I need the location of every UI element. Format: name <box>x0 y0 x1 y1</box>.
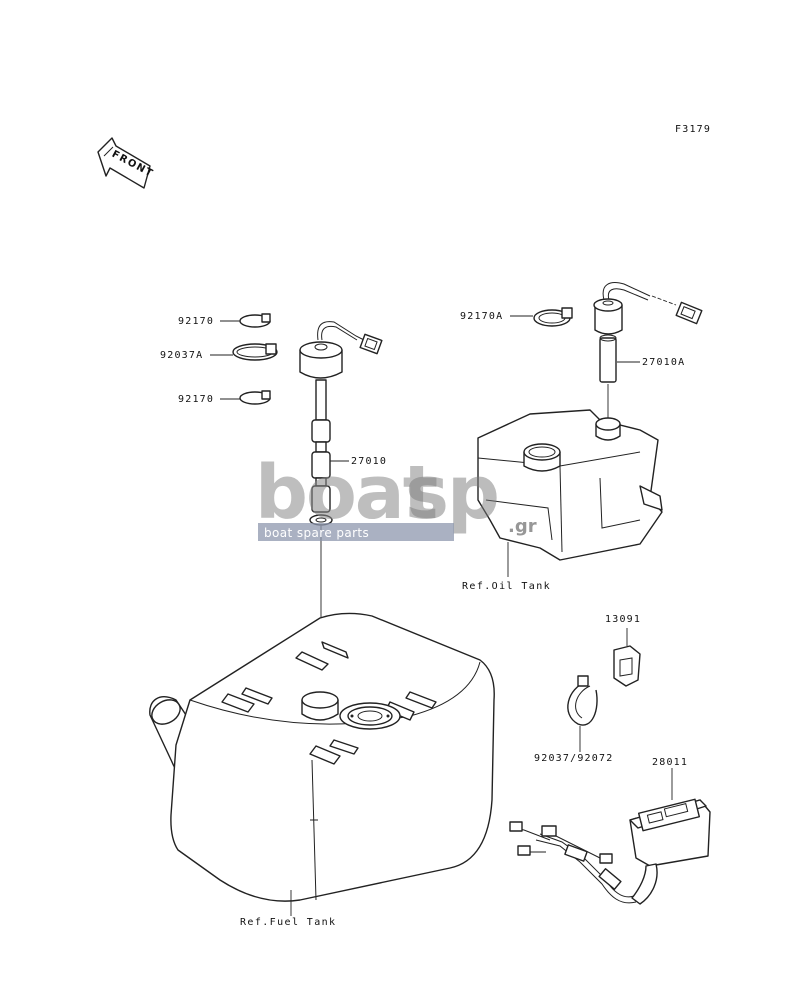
front-arrow-icon: FRONT <box>97 137 155 189</box>
callout-92170-bottom: 92170 <box>178 394 214 405</box>
watermark-tagline-band <box>258 523 454 541</box>
figure-code: F3179 <box>675 124 711 135</box>
clamp-92170-top <box>239 313 271 328</box>
band-92037-92072 <box>567 675 598 726</box>
callout-92037-92072: 92037/92072 <box>534 753 613 764</box>
fuel-sender-27010 <box>299 321 383 526</box>
callout-27010: 27010 <box>351 456 387 467</box>
ref-fuel-tank: Ref.Fuel Tank <box>240 917 336 928</box>
watermark-domain: .gr <box>508 516 537 537</box>
oil-sender-27010A <box>593 282 703 383</box>
watermark-brand: boat <box>255 450 437 536</box>
watermark-brand-suffix: sp <box>405 450 498 536</box>
clamp-92170-bottom <box>239 390 271 405</box>
callout-13091: 13091 <box>605 614 641 625</box>
watermark-tagline: boat spare parts <box>264 526 369 540</box>
oil-tank <box>477 409 663 561</box>
fuel-tank <box>149 612 495 902</box>
band-92037A <box>232 343 278 361</box>
watermark-logo: boat sp .gr boat spare parts <box>255 450 537 541</box>
oil-gauge-28011 <box>509 798 711 905</box>
callout-92170A: 92170A <box>460 311 503 322</box>
clamp-92170A <box>533 307 573 327</box>
callout-92037A: 92037A <box>160 350 203 361</box>
callout-27010A: 27010A <box>642 357 685 368</box>
callout-92170-top: 92170 <box>178 316 214 327</box>
clip-13091 <box>613 645 641 687</box>
callout-28011: 28011 <box>652 757 688 768</box>
ref-oil-tank: Ref.Oil Tank <box>462 581 551 592</box>
